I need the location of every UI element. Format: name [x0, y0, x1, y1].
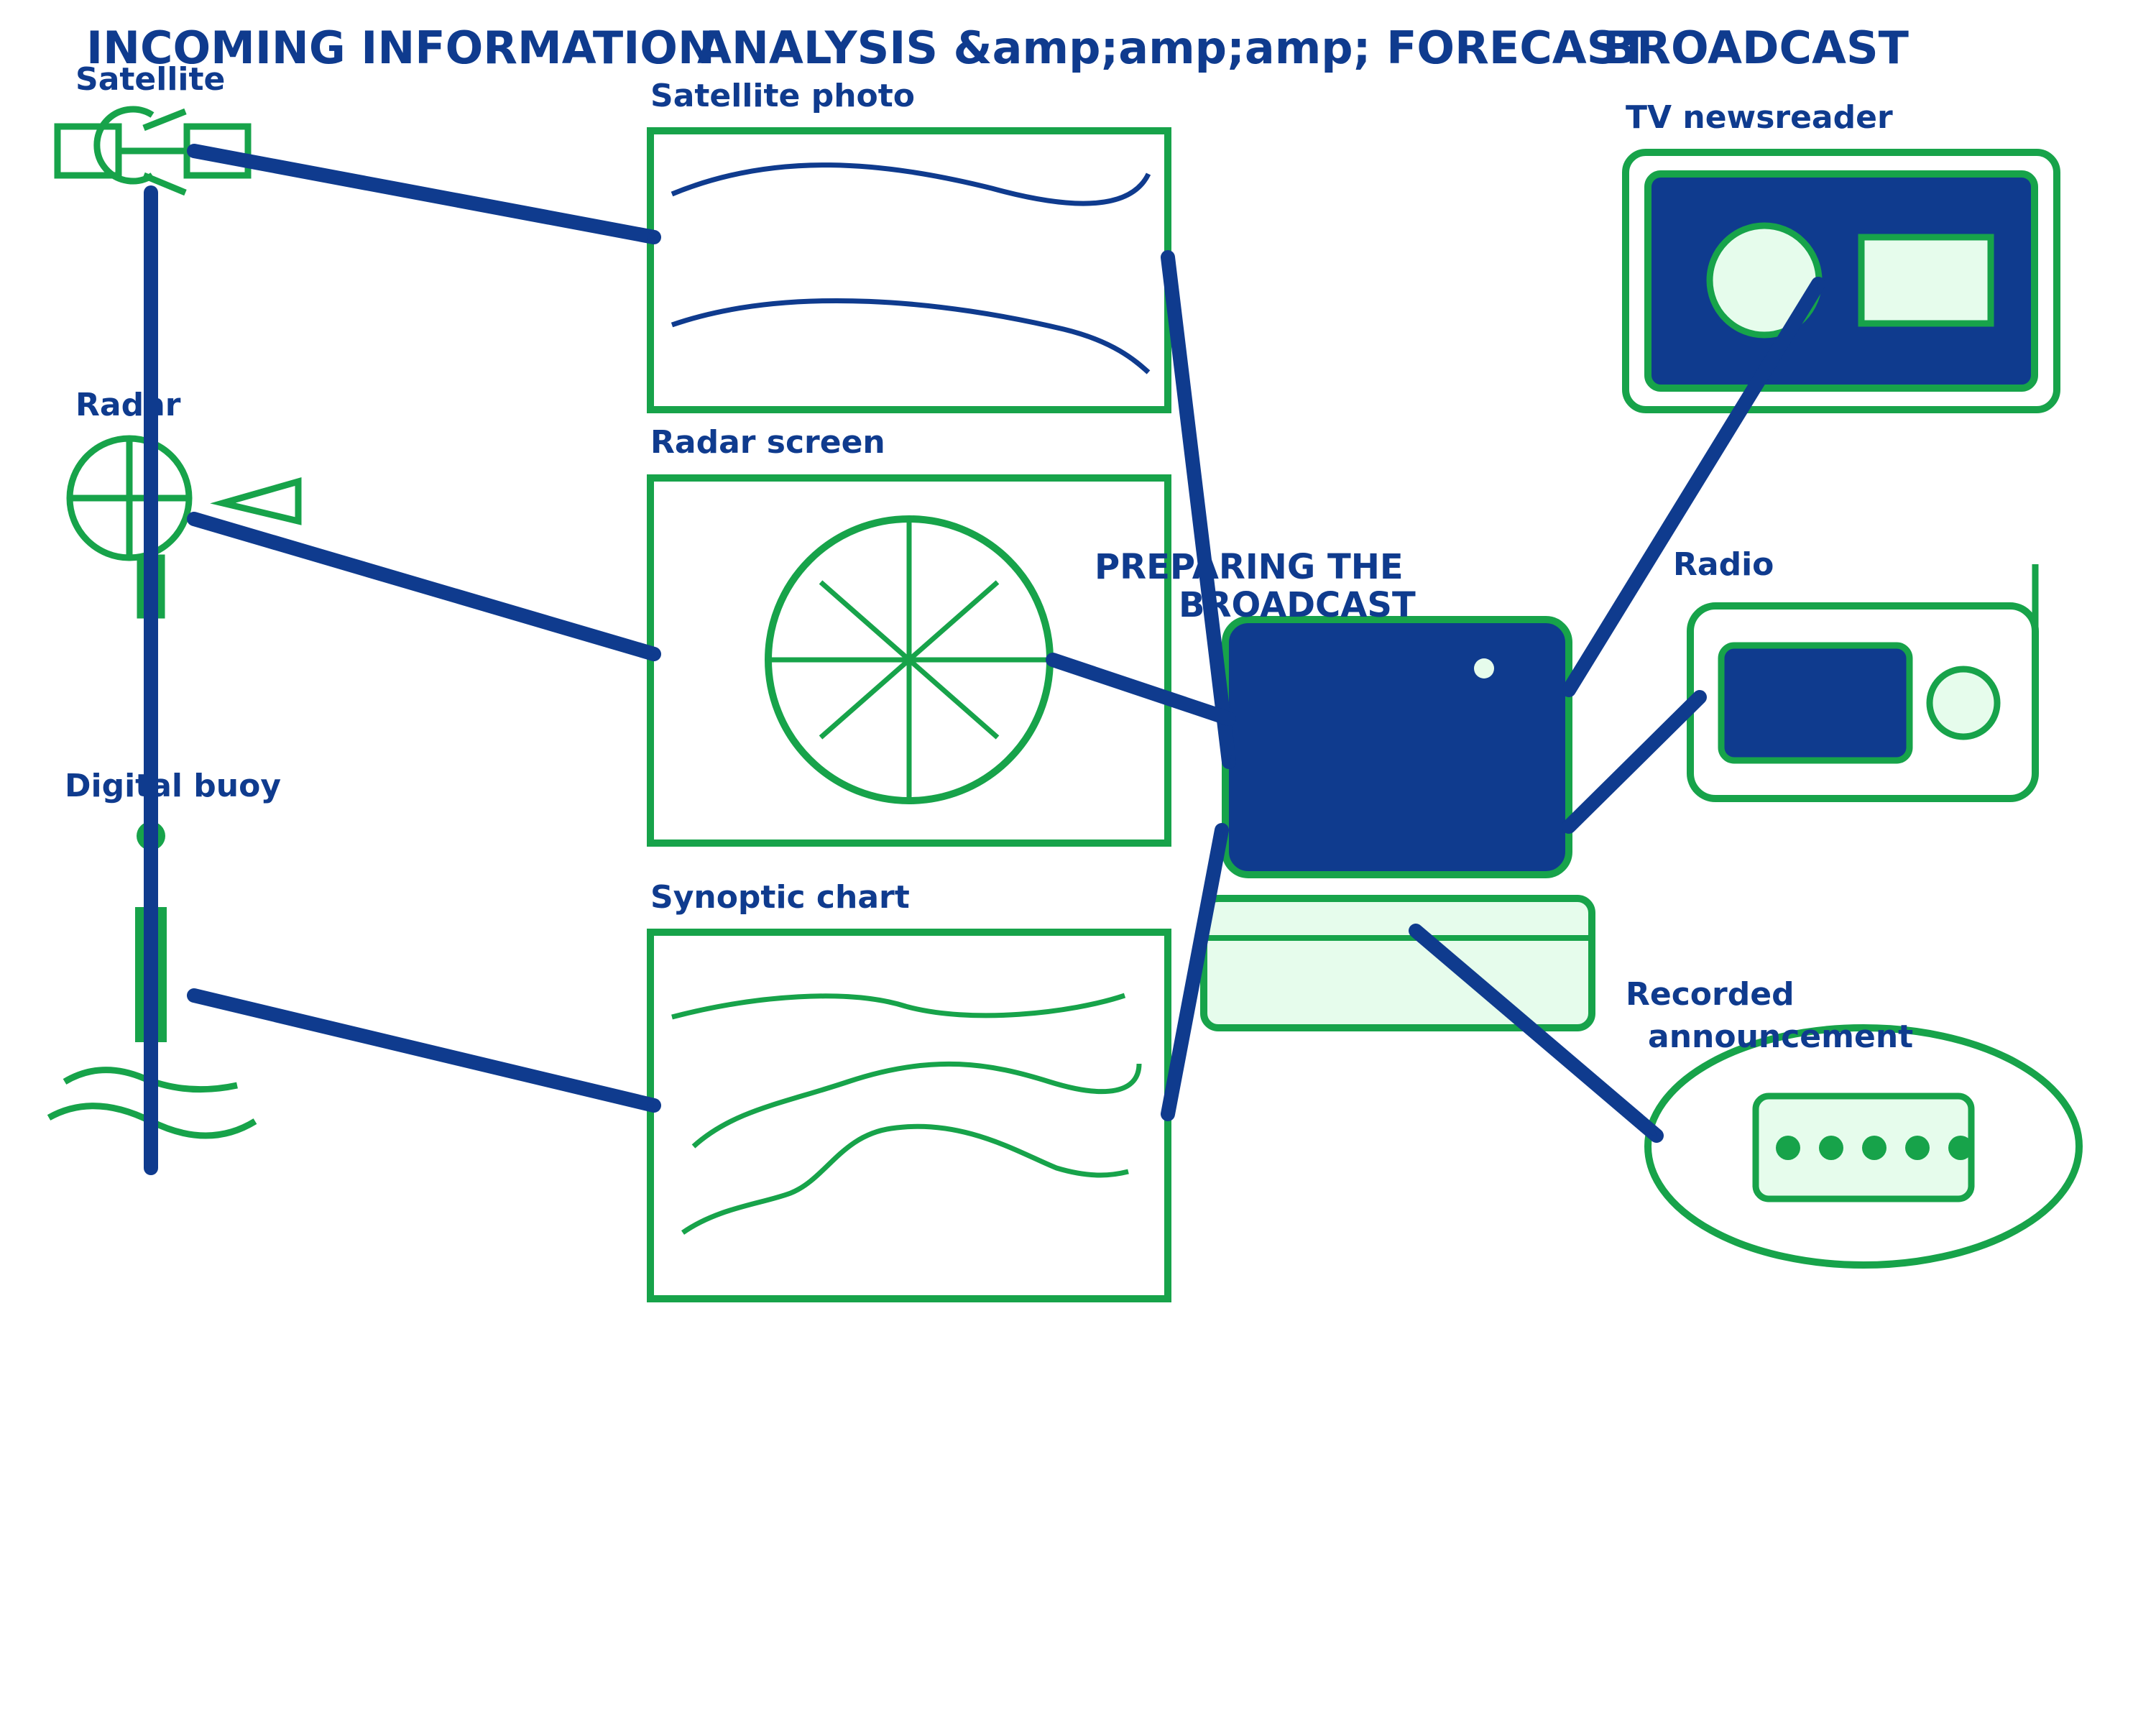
satellite-photo-panel [647, 127, 1171, 413]
digital-buoy-label: Digital buoy [65, 768, 281, 804]
arrow-computer-to-recorded [1409, 924, 1664, 1143]
flow-arrows [187, 144, 1825, 1143]
arrow-radar-to-screen [187, 512, 661, 661]
radar-screen-label: Radar screen [650, 424, 885, 461]
radar-screen-panel [647, 474, 1171, 847]
radio-icon [1687, 564, 2039, 802]
recorded-announcement-label-line1: Recorded [1626, 976, 1795, 1013]
arrow-computer-to-radio [1562, 690, 1707, 834]
arrow-photo-to-computer [1161, 250, 1236, 769]
radar-dish-icon [66, 435, 302, 619]
arrow-computer-to-radar-screen [1046, 653, 1236, 726]
arrow-chart-to-computer [1161, 823, 1229, 1121]
tv-newsreader-label: TV newsreader [1626, 99, 1893, 136]
recorded-announcement-label-line2: announcement [1648, 1018, 1913, 1055]
preparing-broadcast-heading-line1: PREPARING THE [1095, 547, 1404, 587]
radar-label: Radar [75, 387, 181, 423]
radar-sweep-icon [765, 515, 1054, 804]
satellite-label: Satellite [75, 61, 225, 98]
heading-broadcast: BROADCAST [1603, 22, 1909, 74]
computer-icon [1200, 616, 1595, 1031]
radio-label: Radio [1673, 546, 1774, 583]
heading-analysis-forecast: ANALYSIS &amp;amp;amp; FORECAST [697, 22, 1649, 74]
recorded-announcement-icon [1644, 1024, 2083, 1269]
heading-incoming-information: INCOMING INFORMATION [86, 22, 715, 74]
arrow-computer-to-tv [1562, 277, 1825, 697]
satellite-photo-label: Satellite photo [650, 78, 915, 114]
arrow-satellite-to-photo [187, 144, 661, 244]
tv-newsreader-icon [1622, 149, 2060, 413]
synoptic-chart-label: Synoptic chart [650, 879, 910, 916]
synoptic-chart-panel [647, 929, 1171, 1302]
arrow-buoy-to-chart [187, 988, 661, 1113]
